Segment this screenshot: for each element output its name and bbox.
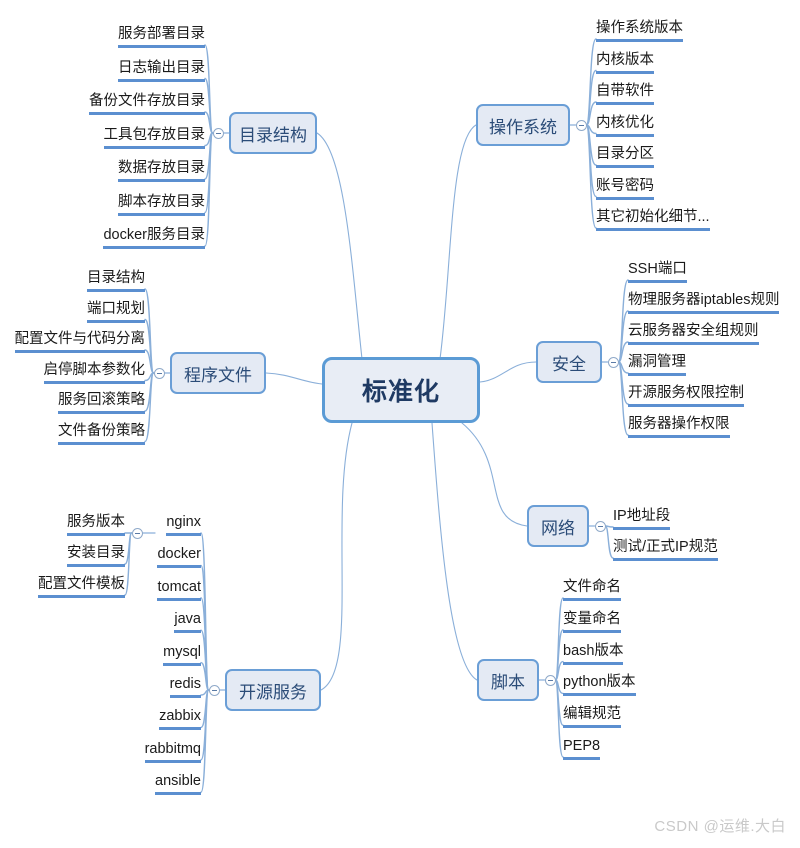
leaf-scripts-2[interactable]: bash版本 (563, 641, 624, 665)
leaf-program-files-3[interactable]: 启停脚本参数化 (43, 360, 145, 384)
leaf-operating-system-6[interactable]: 其它初始化细节... (596, 207, 710, 231)
leaf-directory-structure-6[interactable]: docker服务目录 (103, 225, 205, 249)
leaf-security-2[interactable]: 云服务器安全组规则 (628, 321, 759, 345)
leaf-scripts-5[interactable]: PEP8 (563, 736, 601, 760)
leaf-open-source-services-5[interactable]: redis (169, 674, 201, 698)
toggle-network[interactable] (594, 520, 606, 532)
toggle-open-source-services[interactable] (208, 684, 220, 696)
leaf-directory-structure-2[interactable]: 备份文件存放目录 (89, 91, 205, 115)
leaf-directory-structure-4[interactable]: 数据存放目录 (118, 158, 205, 182)
leaf-network-1[interactable]: 测试/正式IP规范 (613, 537, 718, 561)
branch-node-security[interactable]: 安全 (536, 341, 602, 383)
leaf-operating-system-1[interactable]: 内核版本 (596, 50, 654, 74)
leaf-scripts-0[interactable]: 文件命名 (563, 577, 621, 601)
toggle-program-files[interactable] (153, 367, 165, 379)
leaf-scripts-3[interactable]: python版本 (563, 672, 636, 697)
leaf-open-source-services-6[interactable]: zabbix (159, 706, 201, 731)
branch-node-open-source-services[interactable]: 开源服务 (225, 669, 321, 711)
leaf-open-source-services-1[interactable]: docker (157, 544, 201, 569)
branch-node-program-files[interactable]: 程序文件 (170, 352, 266, 394)
leaf-directory-structure-3[interactable]: 工具包存放目录 (103, 125, 205, 149)
branch-node-scripts[interactable]: 脚本 (477, 659, 539, 701)
toggle-scripts[interactable] (544, 674, 556, 686)
leaf-directory-structure-1[interactable]: 日志输出目录 (118, 58, 205, 82)
leaf-operating-system-3[interactable]: 内核优化 (596, 113, 654, 137)
toggle-directory-structure[interactable] (212, 127, 224, 139)
leaf-operating-system-4[interactable]: 目录分区 (596, 144, 654, 168)
leaf-network-0[interactable]: IP地址段 (613, 506, 671, 530)
leaf-scripts-4[interactable]: 编辑规范 (563, 704, 621, 729)
leaf-security-3[interactable]: 漏洞管理 (628, 352, 686, 376)
root-node[interactable]: 标准化 (322, 357, 480, 423)
leaf-program-files-0[interactable]: 目录结构 (87, 268, 145, 292)
leaf-open-source-services-2[interactable]: tomcat (157, 577, 201, 601)
leaf-directory-structure-5[interactable]: 脚本存放目录 (118, 192, 205, 216)
leaf-scripts-1[interactable]: 变量命名 (563, 609, 621, 633)
branch-node-directory-structure[interactable]: 目录结构 (229, 112, 317, 154)
leaf-open-source-services-0[interactable]: nginx (166, 512, 201, 536)
leaf-program-files-4[interactable]: 服务回滚策略 (58, 390, 145, 414)
leaf-nginx-2[interactable]: 配置文件模板 (38, 574, 125, 598)
branch-node-network[interactable]: 网络 (527, 505, 589, 547)
leaf-program-files-5[interactable]: 文件备份策略 (58, 421, 145, 445)
leaf-operating-system-0[interactable]: 操作系统版本 (596, 18, 683, 42)
leaf-open-source-services-8[interactable]: ansible (155, 771, 201, 796)
leaf-operating-system-2[interactable]: 自带软件 (596, 81, 654, 105)
leaf-nginx-0[interactable]: 服务版本 (67, 512, 125, 536)
toggle-nginx[interactable] (131, 527, 143, 539)
branch-node-operating-system[interactable]: 操作系统 (476, 104, 570, 146)
toggle-operating-system[interactable] (575, 119, 587, 131)
leaf-open-source-services-4[interactable]: mysql (163, 642, 201, 666)
leaf-open-source-services-3[interactable]: java (174, 609, 201, 634)
leaf-open-source-services-7[interactable]: rabbitmq (144, 739, 201, 763)
leaf-program-files-1[interactable]: 端口规划 (87, 299, 145, 323)
leaf-operating-system-5[interactable]: 账号密码 (596, 176, 654, 200)
leaf-nginx-1[interactable]: 安装目录 (67, 543, 125, 567)
leaf-program-files-2[interactable]: 配置文件与代码分离 (14, 329, 145, 353)
watermark: CSDN @运维.大白 (654, 818, 786, 835)
leaf-security-0[interactable]: SSH端口 (628, 259, 687, 283)
toggle-security[interactable] (607, 356, 619, 368)
leaf-security-4[interactable]: 开源服务权限控制 (628, 383, 744, 407)
leaf-security-1[interactable]: 物理服务器iptables规则 (628, 290, 780, 314)
leaf-security-5[interactable]: 服务器操作权限 (628, 414, 730, 438)
leaf-directory-structure-0[interactable]: 服务部署目录 (118, 24, 205, 48)
